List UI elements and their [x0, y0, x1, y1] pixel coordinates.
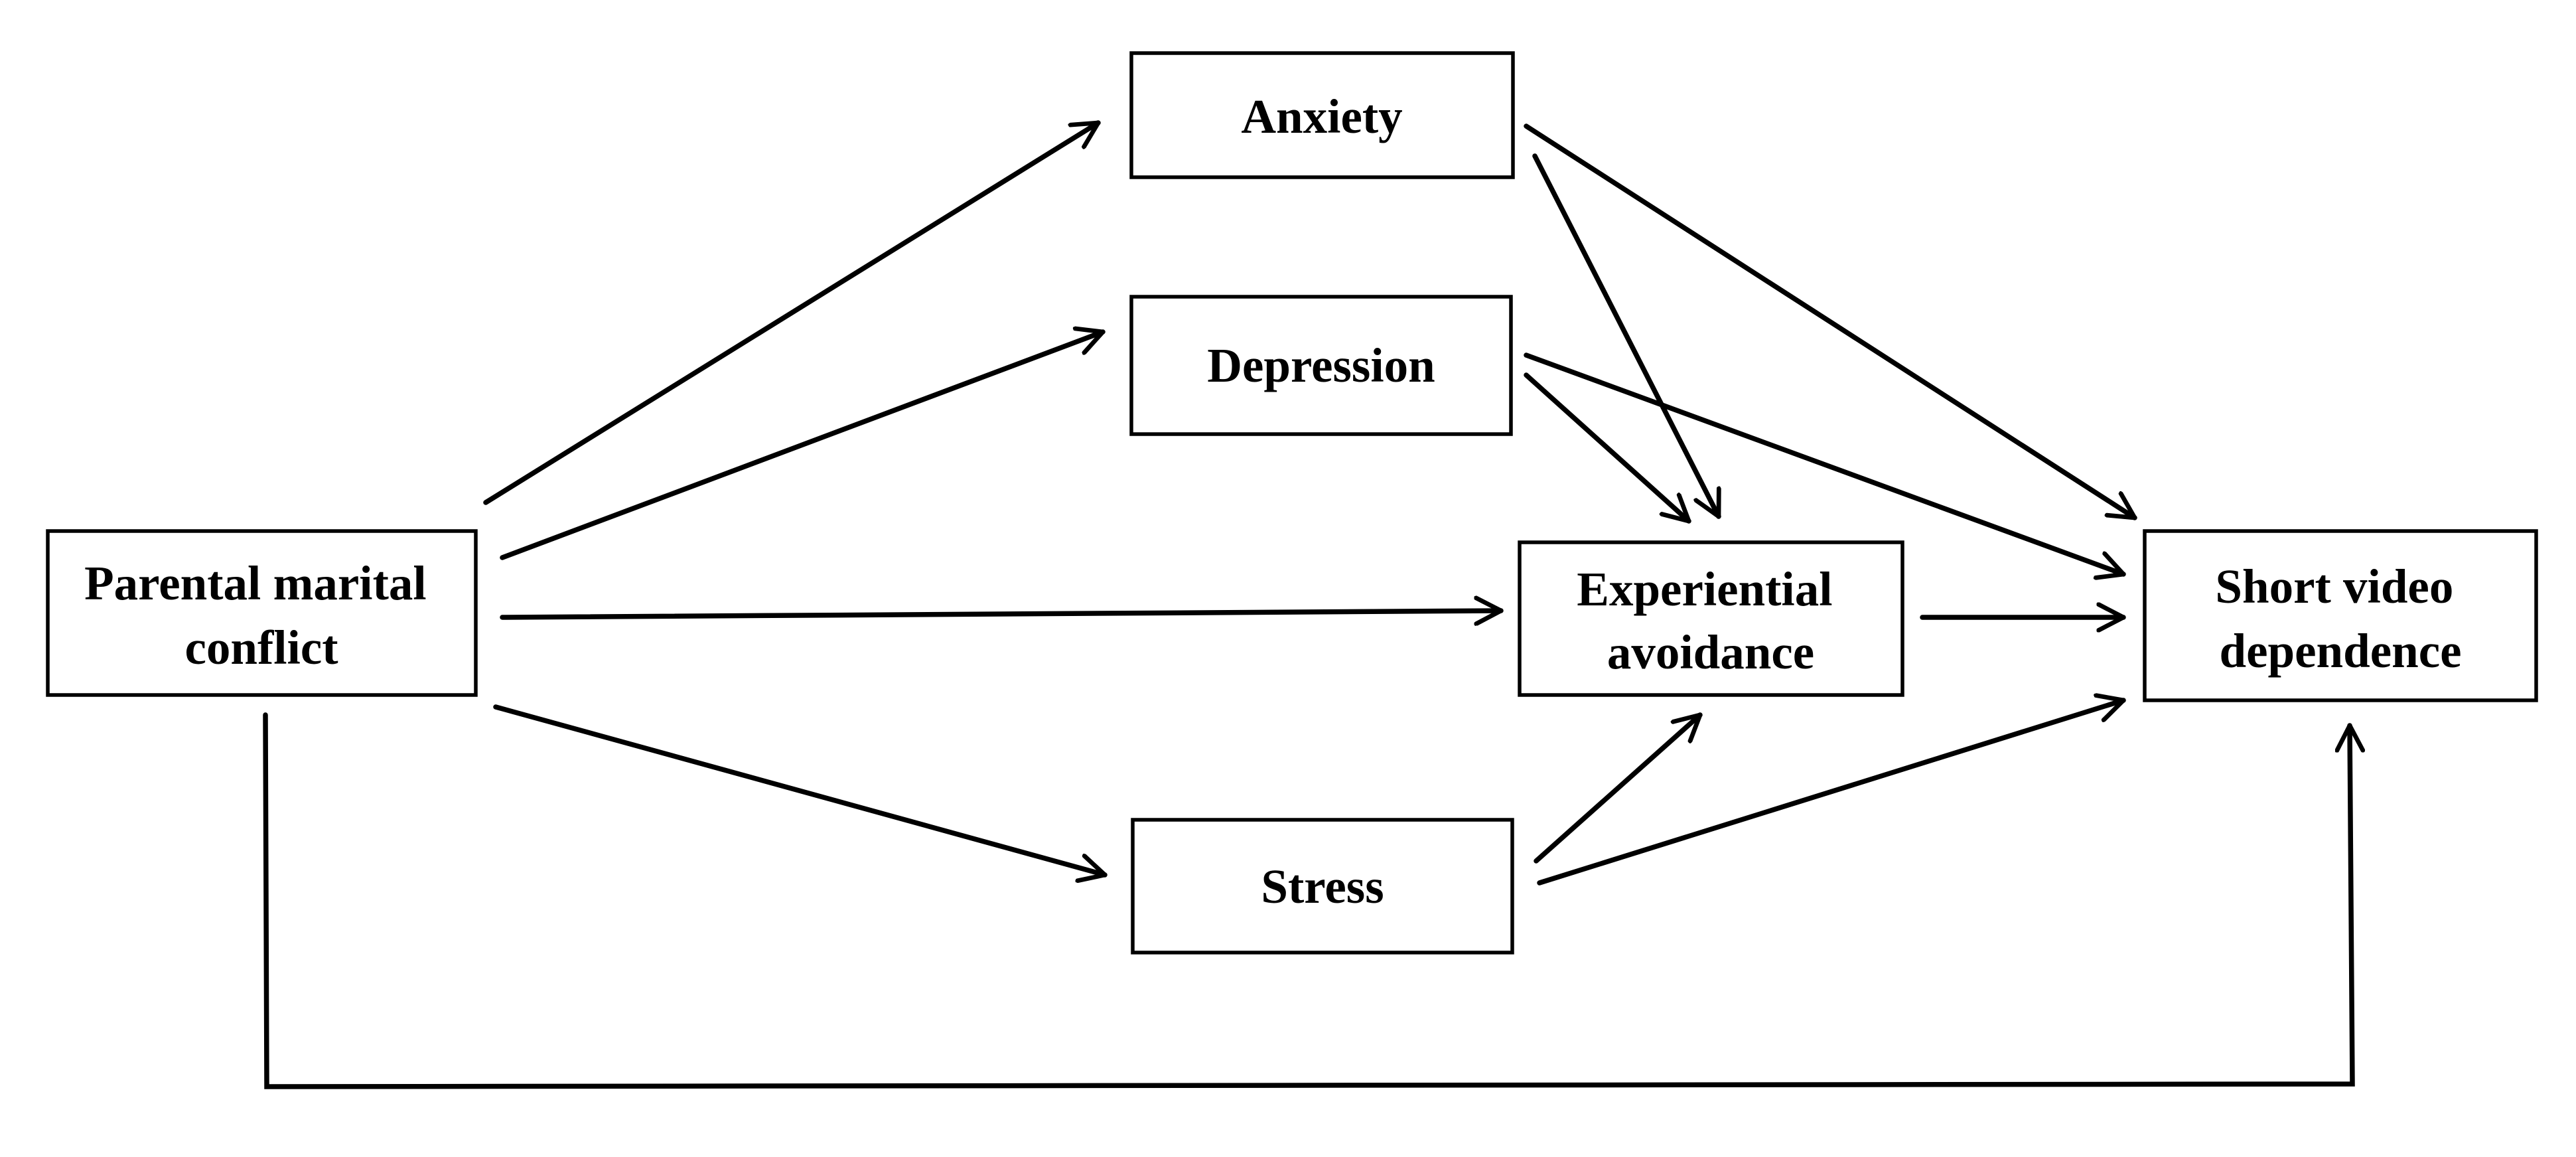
node-label-line: Stress: [1261, 860, 1384, 913]
node-label: Stress: [1261, 860, 1384, 913]
node-experiential-avoidance: Experiential avoidance: [1518, 540, 1904, 697]
edge-anxiety-short-video-dependence: [1524, 123, 2137, 520]
node-label-line: Anxiety: [1241, 90, 1402, 143]
edge-depression-experiential-avoidance: [1524, 372, 1691, 524]
edge-pmc-experiential-avoidance: [500, 611, 1504, 617]
node-box: [2143, 529, 2538, 702]
node-label: Experiential avoidance: [1577, 562, 1845, 679]
node-depression: Depression: [1129, 295, 1513, 436]
node-parental-marital-conflict: Parental marital conflict: [46, 529, 478, 697]
edge-anxiety-experiential-avoidance: [1532, 153, 1721, 519]
node-label: Short video dependence: [2215, 560, 2465, 678]
node-label: Anxiety: [1241, 90, 1402, 143]
edges-layer: [263, 120, 2352, 1089]
node-label: Depression: [1207, 339, 1435, 392]
node-box: [1131, 818, 1514, 955]
edge-stress-short-video-dependence: [1537, 700, 2126, 886]
nodes-layer: Parental marital conflict Anxiety Depres…: [46, 51, 2538, 955]
edge-pmc-anxiety: [483, 120, 1101, 505]
node-label-line: Short video: [2215, 560, 2453, 613]
edge-depression-short-video-dependence: [1524, 352, 2126, 574]
node-box: [1129, 51, 1515, 179]
node-label-line: Parental marital: [84, 556, 427, 610]
node-label: Parental marital conflict: [84, 556, 439, 674]
edge-stress-experiential-avoidance: [1534, 712, 1703, 864]
edge-pmc-short-video-dependence: [263, 712, 2352, 1089]
node-label-line: avoidance: [1607, 625, 1814, 679]
node-box: [1518, 540, 1904, 697]
edge-pmc-stress: [493, 704, 1108, 875]
node-stress: Stress: [1131, 818, 1514, 955]
node-label-line: dependence: [2220, 624, 2462, 678]
node-box: [46, 529, 478, 697]
node-box: [1129, 295, 1513, 436]
node-label-line: Experiential: [1577, 562, 1832, 616]
node-label-line: conflict: [184, 621, 338, 674]
edge-pmc-depression: [500, 332, 1106, 560]
node-short-video-dependence: Short video dependence: [2143, 529, 2538, 702]
node-anxiety: Anxiety: [1129, 51, 1515, 179]
node-label-line: Depression: [1207, 339, 1435, 392]
